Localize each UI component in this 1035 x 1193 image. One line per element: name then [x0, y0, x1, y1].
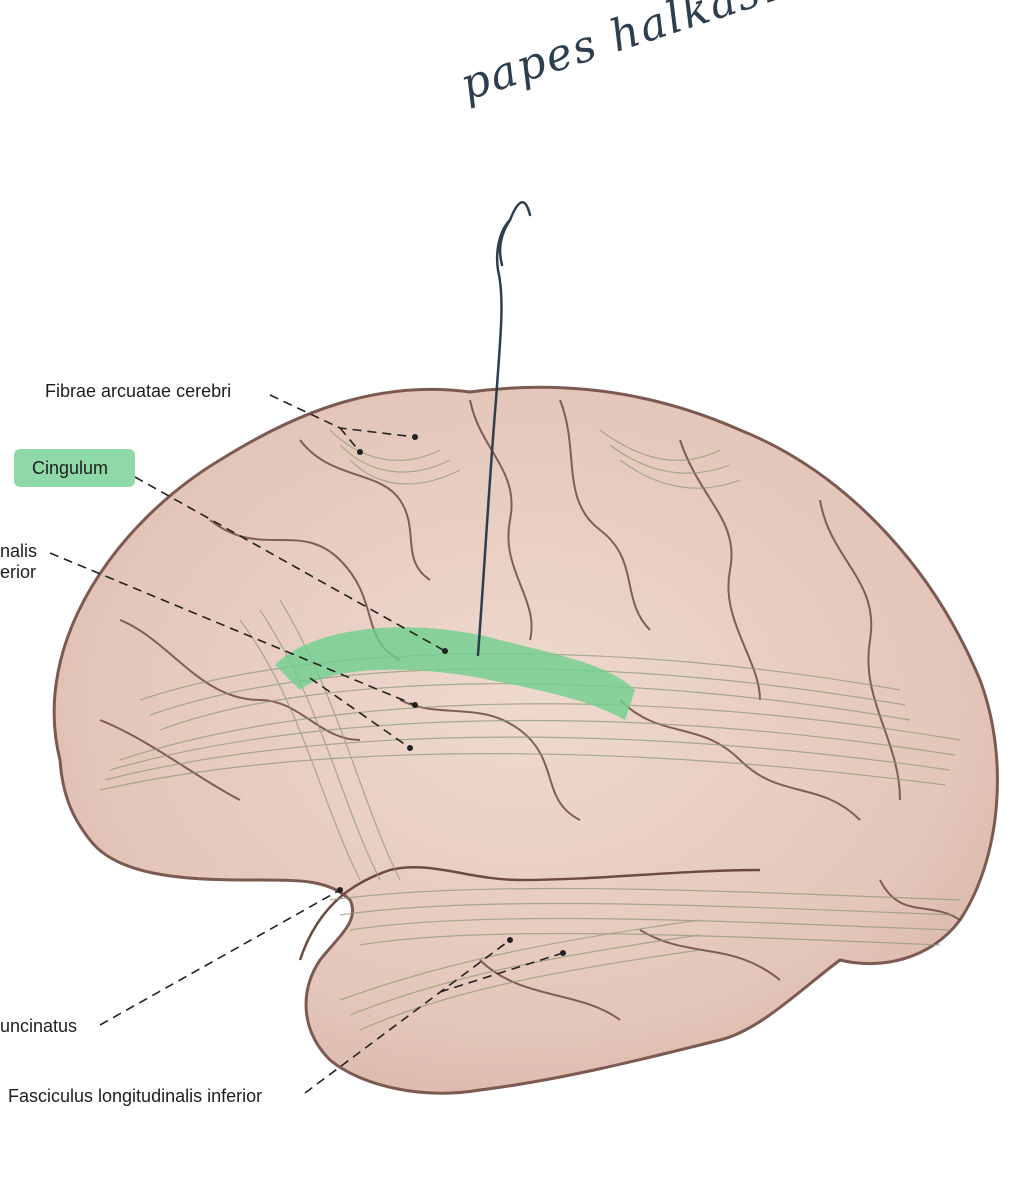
- label-uncinatus: uncinatus: [0, 1016, 78, 1036]
- cingulum-highlight: [275, 627, 635, 720]
- leader-fasciculus-superior-2: [309, 677, 411, 749]
- cingulum-label-box: [14, 449, 135, 487]
- handwritten-arrow: [476, 201, 532, 657]
- leader-fibrae-arcuatae-2: [339, 427, 361, 453]
- label-fibrae-arcuatae: Fibrae arcuatae cerebri: [45, 381, 232, 401]
- leader-uncinatus: [99, 889, 341, 1026]
- label-fasciculus-superior-line1: nalis: [0, 541, 38, 561]
- leader-endpoints: [337, 434, 566, 956]
- leader-longitudinalis-inferior: [304, 939, 511, 1094]
- label-cingulum: Cingulum: [32, 458, 109, 478]
- leader-lines: [49, 394, 564, 1094]
- leader-fasciculus-superior: [49, 552, 416, 706]
- leader-longitudinalis-inferior-2: [439, 952, 564, 993]
- label-longitudinalis-inferior: Fasciculus longitudinalis inferior: [8, 1086, 263, 1106]
- label-fasciculus-superior-line2: erior: [0, 562, 37, 582]
- lateral-fissure: [298, 866, 761, 961]
